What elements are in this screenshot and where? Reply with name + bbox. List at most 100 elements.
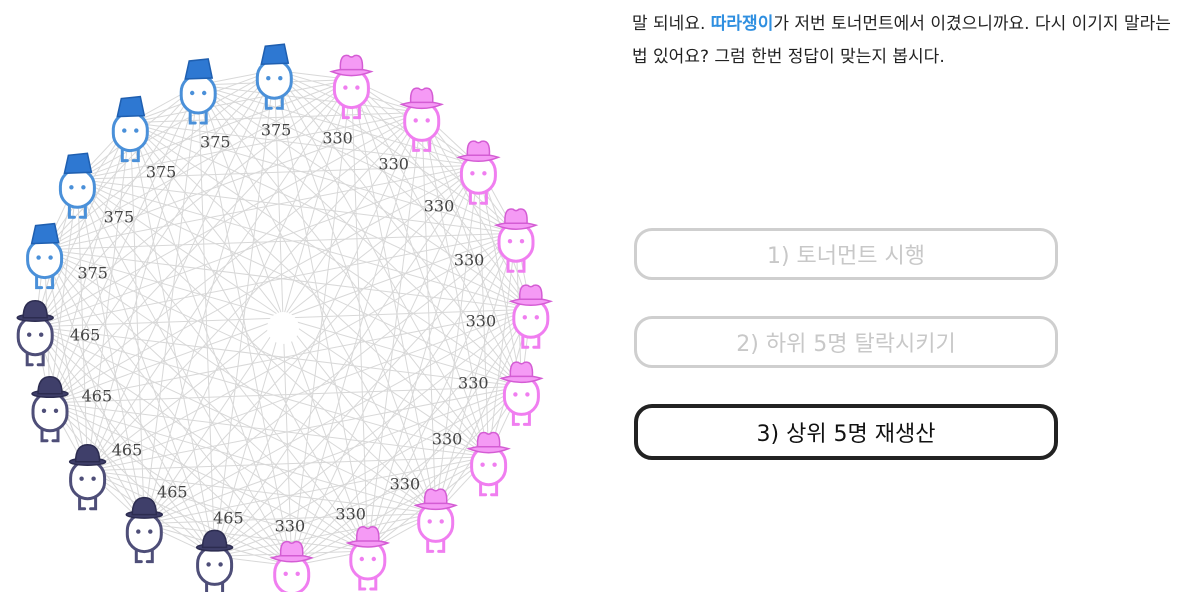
match-edge <box>76 179 293 567</box>
player-tit-for-tat <box>195 529 234 592</box>
match-edge <box>44 249 531 310</box>
player-copykitten <box>399 87 444 152</box>
player-copykitten <box>508 284 554 349</box>
eye <box>295 571 300 576</box>
score-label: 465 <box>81 386 113 406</box>
match-edge <box>34 326 145 524</box>
player-copycat <box>255 43 293 110</box>
eye <box>122 128 127 133</box>
match-edge <box>274 69 517 234</box>
match-edge <box>34 69 275 328</box>
match-edge <box>87 470 436 514</box>
match-edge <box>49 69 275 404</box>
match-edge <box>488 233 517 457</box>
match-edge <box>87 470 368 552</box>
player-copykitten <box>493 208 539 273</box>
eye <box>525 392 530 397</box>
bowler-hat-icon <box>16 299 54 322</box>
match-edge <box>435 165 479 514</box>
eye <box>355 85 360 90</box>
player-tit-for-tat <box>16 299 54 367</box>
match-edge <box>87 69 275 471</box>
match-edge <box>34 326 369 552</box>
eye <box>425 118 430 123</box>
match-edge <box>130 122 479 166</box>
match-edge <box>214 112 423 557</box>
player-copykitten <box>269 540 314 592</box>
step-eliminate-bottom-button[interactable]: 2) 하위 5명 탈락시키기 <box>634 316 1058 368</box>
eye <box>41 408 47 413</box>
step-run-tournament-label: 1) 토너먼트 시행 <box>766 244 925 269</box>
bucket-hat-icon <box>30 222 60 245</box>
match-edge <box>143 164 479 524</box>
eye <box>371 556 376 562</box>
eye <box>427 519 432 524</box>
cowboy-hat-icon <box>499 361 544 384</box>
match-edge <box>197 84 489 458</box>
match-edge <box>273 69 522 387</box>
body <box>58 167 96 209</box>
match-edge <box>49 402 369 552</box>
match-edge <box>274 69 479 166</box>
legs <box>25 351 45 367</box>
match-edge <box>197 84 216 557</box>
match-edge <box>44 249 145 524</box>
match-edge <box>214 512 436 557</box>
legs <box>358 575 378 591</box>
match-edge <box>44 69 275 250</box>
step-reproduce-top-button[interactable]: 3) 상위 5명 재생산 <box>634 404 1058 460</box>
eye <box>513 392 518 397</box>
match-edge <box>144 456 489 525</box>
player-copycat <box>58 152 96 219</box>
match-edge <box>198 84 479 166</box>
player-copykitten <box>466 431 511 497</box>
match-edge <box>291 456 489 567</box>
eye <box>266 76 271 81</box>
match-edge <box>350 79 522 387</box>
match-edge <box>34 122 131 327</box>
body <box>255 58 293 100</box>
bowler-hat-icon <box>195 529 234 552</box>
match-edge <box>87 232 517 472</box>
match-edge <box>76 179 145 524</box>
match-edge <box>87 470 292 567</box>
legs <box>521 333 541 349</box>
eye <box>91 476 96 481</box>
narration-text: 말 되네요. 따라쟁이가 저번 토너먼트에서 이겼으니까요. 다시 이기지 말라… <box>632 8 1172 74</box>
ring-center <box>267 312 299 344</box>
match-edge <box>44 249 216 557</box>
score-label: 330 <box>274 516 306 536</box>
bowler-hat-icon <box>125 496 164 519</box>
body <box>179 73 217 115</box>
cowboy-hat-icon <box>466 431 511 454</box>
eye <box>81 185 86 190</box>
player-tit-for-tat <box>68 443 107 511</box>
match-edge <box>76 179 216 557</box>
legs <box>134 548 154 564</box>
eye <box>482 171 487 176</box>
legs <box>120 147 140 163</box>
match-edge <box>49 402 292 567</box>
narration-after: 가 저번 토너먼트에서 이겼으니까요. 다시 이기지 말라는 법 있어요? 그럼… <box>632 14 1171 67</box>
body <box>196 544 234 586</box>
cowboy-hat-icon <box>413 488 458 511</box>
score-label: 375 <box>77 263 108 283</box>
body <box>69 459 107 501</box>
cowboy-hat-icon <box>269 540 314 563</box>
player-tit-for-tat <box>125 496 164 564</box>
match-edge <box>421 112 532 310</box>
eye <box>134 128 139 133</box>
match-edge <box>197 84 437 514</box>
match-edge <box>44 249 489 458</box>
match-edge <box>35 232 517 328</box>
step-run-tournament-button[interactable]: 1) 토너먼트 시행 <box>634 228 1058 280</box>
narration-highlight-copycat: 따라쟁이 <box>710 14 774 34</box>
player-copykitten <box>499 361 544 426</box>
score-label: 375 <box>103 207 135 227</box>
match-edge <box>34 326 215 557</box>
score-label: 330 <box>453 250 485 270</box>
player-copycat <box>26 222 64 290</box>
match-edge <box>273 69 532 310</box>
score-label: 465 <box>111 440 143 460</box>
